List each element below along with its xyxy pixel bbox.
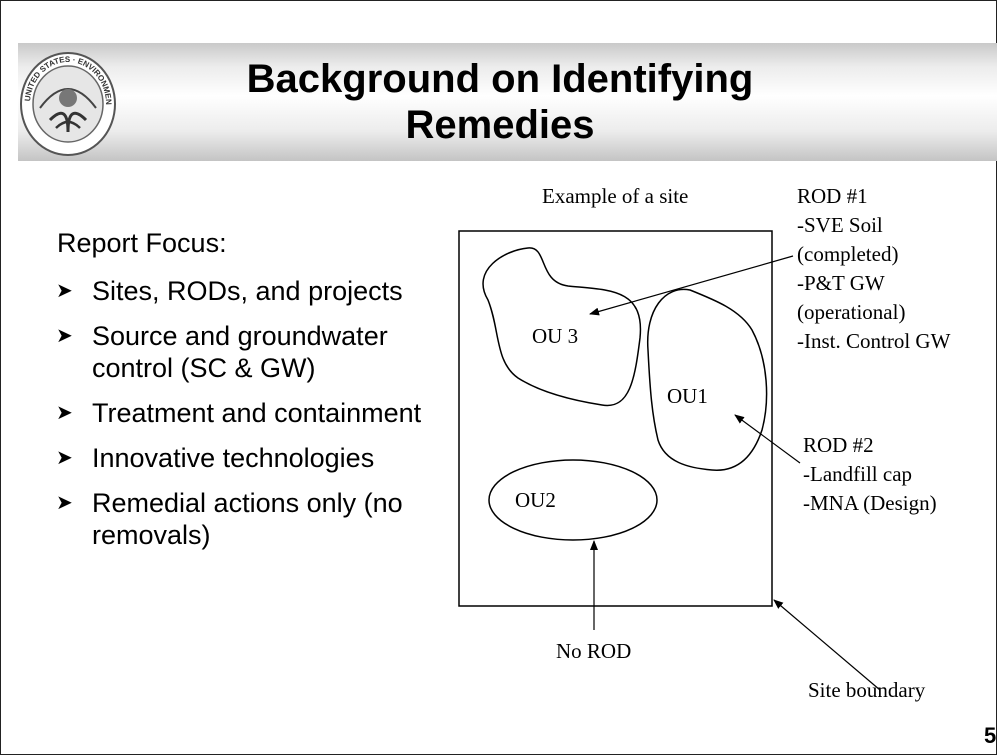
rod1-line: (completed) [797, 242, 899, 266]
bullet-item: ➤Remedial actions only (no removals) [56, 488, 403, 550]
ou2-label: OU2 [515, 488, 556, 512]
no-rod-label: No ROD [556, 639, 632, 663]
bullet-item: ➤Sites, RODs, and projects [56, 276, 403, 306]
arrowhead-bullet-icon: ➤ [56, 492, 73, 514]
page-number: 5 [984, 723, 997, 748]
arrowhead-bullet-icon: ➤ [56, 402, 73, 424]
diagram-caption: Example of a site [542, 184, 689, 208]
bullet-list: ➤Sites, RODs, and projects ➤Source and g… [56, 275, 451, 564]
rod2-line: ROD #2 [803, 433, 874, 457]
site-boundary-label: Site boundary [808, 678, 926, 702]
rod2-line: -Landfill cap [803, 462, 913, 486]
report-focus-label: Report Focus: [57, 228, 227, 258]
bullet-item: ➤Treatment and containment [56, 398, 422, 428]
ou1-label: OU1 [667, 384, 708, 408]
rod1-line: ROD #1 [797, 184, 868, 208]
title-band [18, 43, 997, 161]
bullet-item: ➤Source and groundwater control (SC & GW… [56, 321, 388, 383]
arrowhead-bullet-icon: ➤ [56, 325, 73, 347]
rod1-line: (operational) [797, 300, 906, 324]
rod1-line: -P&T GW [797, 271, 885, 295]
arrowhead-bullet-icon: ➤ [56, 280, 73, 302]
epa-seal-logo: UNITED STATES · ENVIRONMENTAL PROTECTION… [18, 50, 116, 156]
bullet-item: ➤Innovative technologies [56, 443, 375, 473]
rod2-line: -MNA (Design) [803, 491, 937, 515]
slide-title: Background on Identifying Remedies [246, 57, 754, 147]
ou3-label: OU 3 [532, 324, 579, 348]
rod1-line: -SVE Soil [797, 213, 883, 237]
rod1-line: -Inst. Control GW [797, 329, 951, 353]
arrowhead-bullet-icon: ➤ [56, 447, 73, 469]
